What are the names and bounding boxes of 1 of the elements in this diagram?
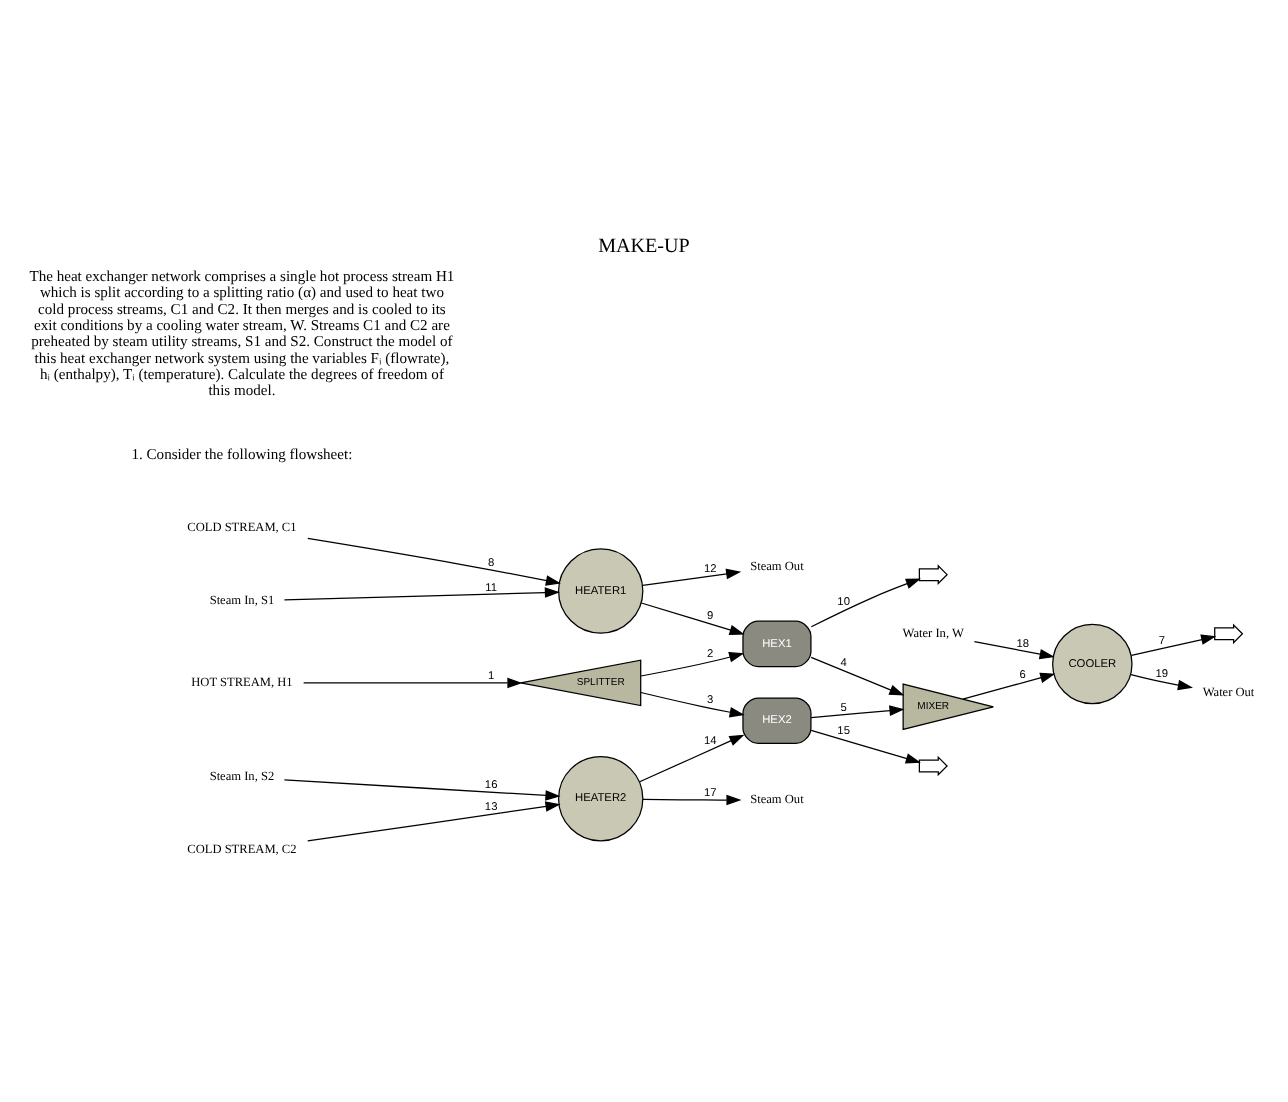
diagram-title: MAKE-UP	[598, 235, 690, 258]
